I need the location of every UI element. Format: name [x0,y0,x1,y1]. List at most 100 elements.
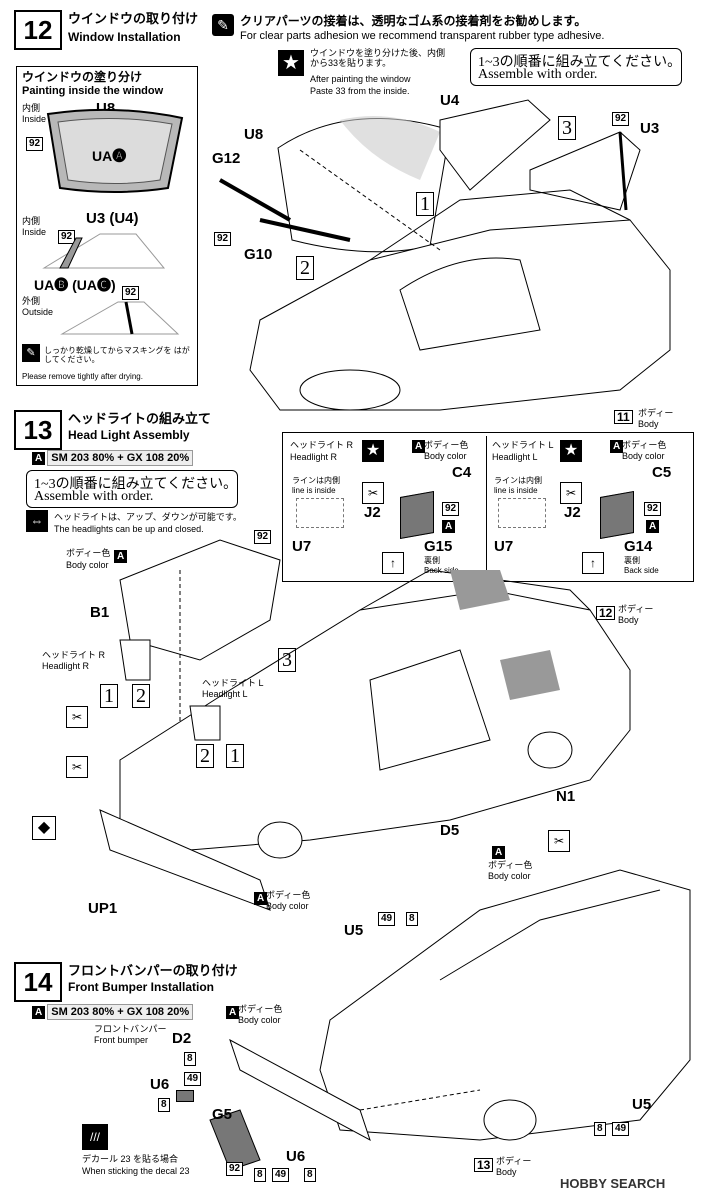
part-u3u4-label: U3 (U4) [86,210,139,227]
detail-l-star-icon: ★ [560,440,582,462]
decal-note-jp: デカール 23 を貼る場合 [82,1154,179,1164]
inside2-label-en: Inside [22,227,47,237]
detail-l-bodycolor-en: Body color [622,451,665,461]
order-text-en-13: Assemble with order. [34,489,154,504]
up1-bodycolor-jp: ボディー色 [266,890,311,900]
body-11-jp: ボディー [638,408,674,418]
detail-r-g: G15 [424,538,453,555]
step-12-order-1: 1 [416,192,434,216]
mirror-paint-a: A [492,846,506,859]
u6-right-8b: 8 [304,1168,316,1182]
body-13-en: Body [496,1167,517,1177]
body-11-num: 11 [614,410,633,424]
detail-l-line-jp: ラインは内側 [494,476,542,485]
hood-paint-a: A [114,550,128,563]
detail-r-line-jp: ラインは内側 [292,476,340,485]
part-n1: N1 [556,788,576,805]
d2-8-badge: 8 [184,1052,196,1066]
assembly-order-box-13 [26,470,238,508]
step-14-title-jp: フロントバンパーの取り付け [68,963,238,978]
u6-left-49: 49 [184,1072,202,1086]
hood-92: 92 [254,530,272,544]
inside2-label-jp: 内側 [22,216,41,226]
body-13-num: 13 [474,1158,494,1172]
front-bumper-en: Front bumper [94,1035,149,1045]
color-92-label: 92 [26,137,44,151]
u6-left-lens [176,1090,194,1102]
u6-right-49: 49 [272,1168,290,1182]
updown-note-jp: ヘッドライトは、アップ、ダウンが可能です。 [54,512,242,522]
detail-r-lens-swatch [296,498,344,528]
detail-l-a-1: A [610,440,624,453]
step-14-paint-formula: A SM 203 80% + GX 108 20% [32,1004,194,1020]
front-bumper-jp: フロントバンパー [94,1024,167,1034]
up1-paint-a: A [254,892,268,905]
step-13-order-2b: 2 [196,744,214,768]
detail-r-back-en: Back side [424,566,459,575]
u5-bottom-8: 8 [594,1122,606,1136]
mirror-cut-icon: ✂ [548,830,570,852]
step-13-number: 13 [14,410,62,450]
windshield-paint-drawing [46,108,184,193]
outside-label-en: Outside [22,307,54,317]
step-12-number: 12 [14,10,62,50]
paint-formula-text-14: SM 203 80% + GX 108 20% [47,1004,194,1020]
hood-bodycolor-jp: ボディー色 [66,548,111,558]
detail-r-title-en: Headlight R [290,452,338,462]
detail-r-92: 92 [442,502,460,516]
bumper-bodycolor-jp: ボディー色 [238,1004,283,1014]
part-d2: D2 [172,1030,192,1047]
detail-r-bodycolor-en: Body color [424,451,467,461]
part-u6-left: U6 [150,1076,170,1093]
step-14-number: 14 [14,962,62,1002]
detail-r-a-2: A [442,520,456,533]
star-note-en2: Paste 33 from the inside. [310,86,410,96]
step-12-order-3: 3 [558,116,576,140]
detail-r-cut-icon: ✂ [362,482,384,504]
detail-l-line-en: line is inside [494,486,538,495]
adhesive-icon: ✎ [212,14,234,36]
detail-l-title-jp: ヘッドライト L [492,440,554,450]
step-12-title-en: Window Installation [68,30,181,44]
inside-label-jp: 内側 [22,103,41,113]
side-window-inside-drawing [42,233,166,269]
cut-icon-1: ✂ [66,706,88,728]
step-12-title-jp: ウインドウの取り付け [68,11,199,26]
u6-right-8a: 8 [254,1168,266,1182]
step-13-order-2a: 2 [132,684,150,708]
body-12-jp: ボディー [618,604,654,614]
ua-a-label: UA🅐 [92,148,127,164]
decal-icon: /// [82,1124,108,1150]
headlight-r-jp: ヘッドライト R [42,650,106,660]
cut-icon-2: ✂ [66,756,88,778]
diamond-icon: ◆ [32,816,56,840]
step-13-order-3: 3 [278,648,296,672]
color-92-outer: 92 [122,286,140,300]
headlight-r-en: Headlight R [42,661,90,671]
body-11-en: Body [638,419,659,429]
brush-icon: ✎ [22,344,40,362]
step-12-car-drawing [219,99,671,411]
u5-top-49: 49 [378,912,396,926]
detail-l-g: G14 [624,538,653,555]
g5-92: 92 [226,1162,244,1176]
assembly-order-box-12 [470,48,682,86]
headlight-l-jp: ヘッドライト L [202,678,264,688]
paint-a-badge-14: A [32,1005,46,1019]
part-g12: G12 [212,150,241,167]
window-paint-title-jp: ウインドウの塗り分け [22,70,143,84]
masking-note-jp: しっかり乾燥してからマスキングを はがしてください。 [44,346,190,364]
detail-divider [486,436,487,576]
detail-l-92: 92 [644,502,662,516]
step-13-order-1b: 1 [226,744,244,768]
window-paint-title-en: Painting inside the window [22,85,164,97]
detail-l-cut-icon: ✂ [560,482,582,504]
part-u3: U3 [640,120,660,137]
color-92-u3: 92 [612,112,630,126]
mirror-bodycolor-en: Body color [488,871,531,881]
star-note-en1: After painting the window [310,74,411,84]
detail-r-a-1: A [412,440,426,453]
u5-top-8: 8 [406,912,418,926]
up1-bodycolor-en: Body color [266,901,309,911]
step-13-order-1a: 1 [100,684,118,708]
